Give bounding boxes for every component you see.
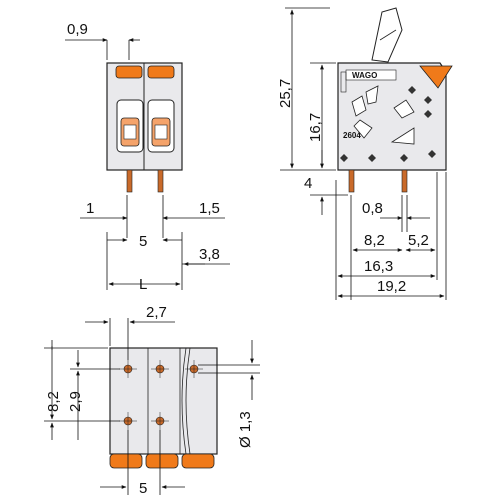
dim-pin-offset: 0,9 — [67, 21, 88, 38]
dim-hole-offset: 2,7 — [146, 304, 167, 321]
dim-depth-total: 19,2 — [377, 278, 406, 295]
dim-pin-length: 4 — [304, 175, 312, 192]
foot-right — [181, 453, 215, 469]
foot-middle — [145, 453, 179, 469]
dim-pitch-left: 1 — [86, 200, 94, 217]
dim-pin-pos-b: 5,2 — [408, 232, 429, 249]
dim-side-gap: 3,8 — [199, 246, 220, 263]
bottom-view: 2,7 8,2 2,9 Ø 1,3 5 — [44, 304, 260, 497]
bottom-housing — [109, 347, 218, 455]
foot-left — [109, 453, 143, 469]
pin-right — [157, 169, 164, 193]
brand-label: WAGO — [352, 71, 377, 80]
dim-pin-width: 0,8 — [362, 200, 383, 217]
dim-total-height: 25,7 — [277, 79, 294, 108]
dim-depth-a: 16,3 — [364, 258, 393, 275]
wire-entry-left — [123, 124, 137, 140]
wire-entry-right — [154, 124, 168, 140]
side-housing — [337, 62, 447, 171]
corner-button — [419, 65, 453, 89]
push-button-right — [147, 65, 175, 79]
dim-pitch: 5 — [139, 233, 147, 250]
model-label: 2604 — [343, 131, 361, 140]
dim-body-height: 16,7 — [307, 113, 324, 142]
dim-hole-v-b: 2,9 — [67, 391, 84, 412]
release-tool — [371, 7, 403, 63]
dim-length: L — [139, 276, 147, 293]
dim-pin-pos-a: 8,2 — [364, 232, 385, 249]
side-view: WAGO 2604 25,7 16,7 — [277, 7, 453, 300]
dim-hole-diameter: Ø 1,3 — [237, 411, 254, 448]
pin-left — [126, 169, 133, 193]
push-button-left — [115, 65, 143, 79]
front-view: 0,9 1 1,5 5 3,8 L — [65, 21, 230, 293]
dim-pitch-bottom: 5 — [139, 480, 147, 497]
dim-right-gap: 1,5 — [199, 200, 220, 217]
dim-hole-v-a: 8,2 — [45, 391, 62, 412]
side-pin-a — [348, 169, 355, 193]
side-pin-b — [401, 169, 408, 193]
